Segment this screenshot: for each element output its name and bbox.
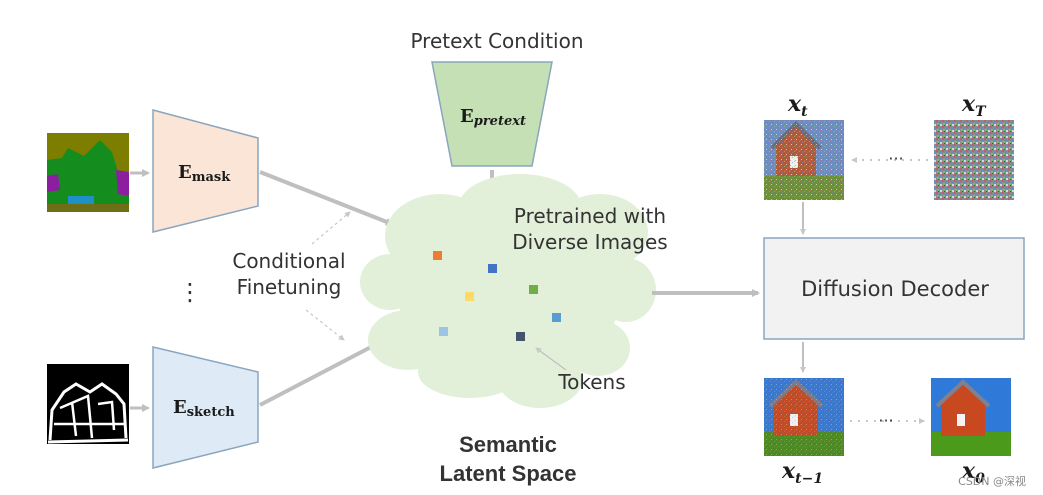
tokens-label: Tokens bbox=[557, 370, 625, 394]
sketch-encoder-main: E bbox=[173, 397, 187, 418]
pretext-encoder-sub: pretext bbox=[474, 114, 526, 129]
token-lightblue bbox=[552, 313, 561, 322]
pretext-encoder-trapezoid bbox=[431, 61, 553, 167]
house-image-xt-minus-1 bbox=[764, 378, 844, 456]
sketch-encoder-label: Esketch bbox=[173, 397, 235, 420]
xT-label: xT bbox=[961, 91, 987, 120]
mask-encoder-main: E bbox=[178, 162, 192, 183]
pretext-encoder-label: Epretext bbox=[460, 106, 526, 129]
finetune-upper-dashed-arrow bbox=[311, 211, 351, 245]
sketch-encoder-trapezoid bbox=[152, 346, 259, 469]
space-title-line2: Latent Space bbox=[440, 461, 577, 486]
bottom-ellipsis: ··· bbox=[878, 411, 893, 430]
top-ellipsis: ··· bbox=[888, 149, 903, 168]
space-title-line1: Semantic bbox=[459, 432, 557, 457]
diffusion-decoder-box bbox=[763, 237, 1025, 340]
mask-encoder-label: Emask bbox=[178, 162, 231, 185]
token-yellow bbox=[465, 292, 474, 301]
vertical-ellipsis: ⋮ bbox=[178, 278, 202, 306]
xt1-label: xt−1 bbox=[781, 458, 823, 487]
cloud-text-line1: Pretrained with bbox=[514, 204, 666, 228]
clean-house-image-x0 bbox=[931, 378, 1011, 456]
token-paleblue bbox=[439, 327, 448, 336]
token-orange bbox=[433, 251, 442, 260]
diffusion-decoder-label: Diffusion Decoder bbox=[801, 277, 989, 301]
cloud-text-line2: Diverse Images bbox=[512, 230, 667, 254]
watermark: CSDN @深视 bbox=[958, 474, 1026, 488]
mask-encoder-sub: mask bbox=[192, 170, 231, 185]
finetune-lower-dashed-arrow bbox=[305, 309, 345, 341]
tokens-pointer-arrow bbox=[535, 347, 567, 371]
conditional-label: Conditional bbox=[232, 249, 345, 273]
mask-input-image bbox=[47, 133, 129, 212]
pretext-encoder-main: E bbox=[460, 106, 474, 127]
token-navy bbox=[516, 332, 525, 341]
xt-label: xt bbox=[787, 91, 808, 120]
latent-cloud bbox=[360, 174, 656, 408]
token-green bbox=[529, 285, 538, 294]
finetuning-label: Finetuning bbox=[237, 275, 342, 299]
sketch-encoder-sub: sketch bbox=[187, 405, 236, 420]
token-blue bbox=[488, 264, 497, 273]
pure-noise-image-xT bbox=[934, 120, 1014, 200]
mask-encoder-trapezoid bbox=[152, 109, 259, 233]
sketch-input-image bbox=[47, 364, 129, 444]
mask-encoder-to-cloud-arrow bbox=[259, 170, 394, 226]
pretext-condition-label: Pretext Condition bbox=[410, 29, 583, 53]
x0-label: x0 bbox=[961, 458, 985, 487]
noisy-house-image-xt bbox=[764, 120, 844, 200]
